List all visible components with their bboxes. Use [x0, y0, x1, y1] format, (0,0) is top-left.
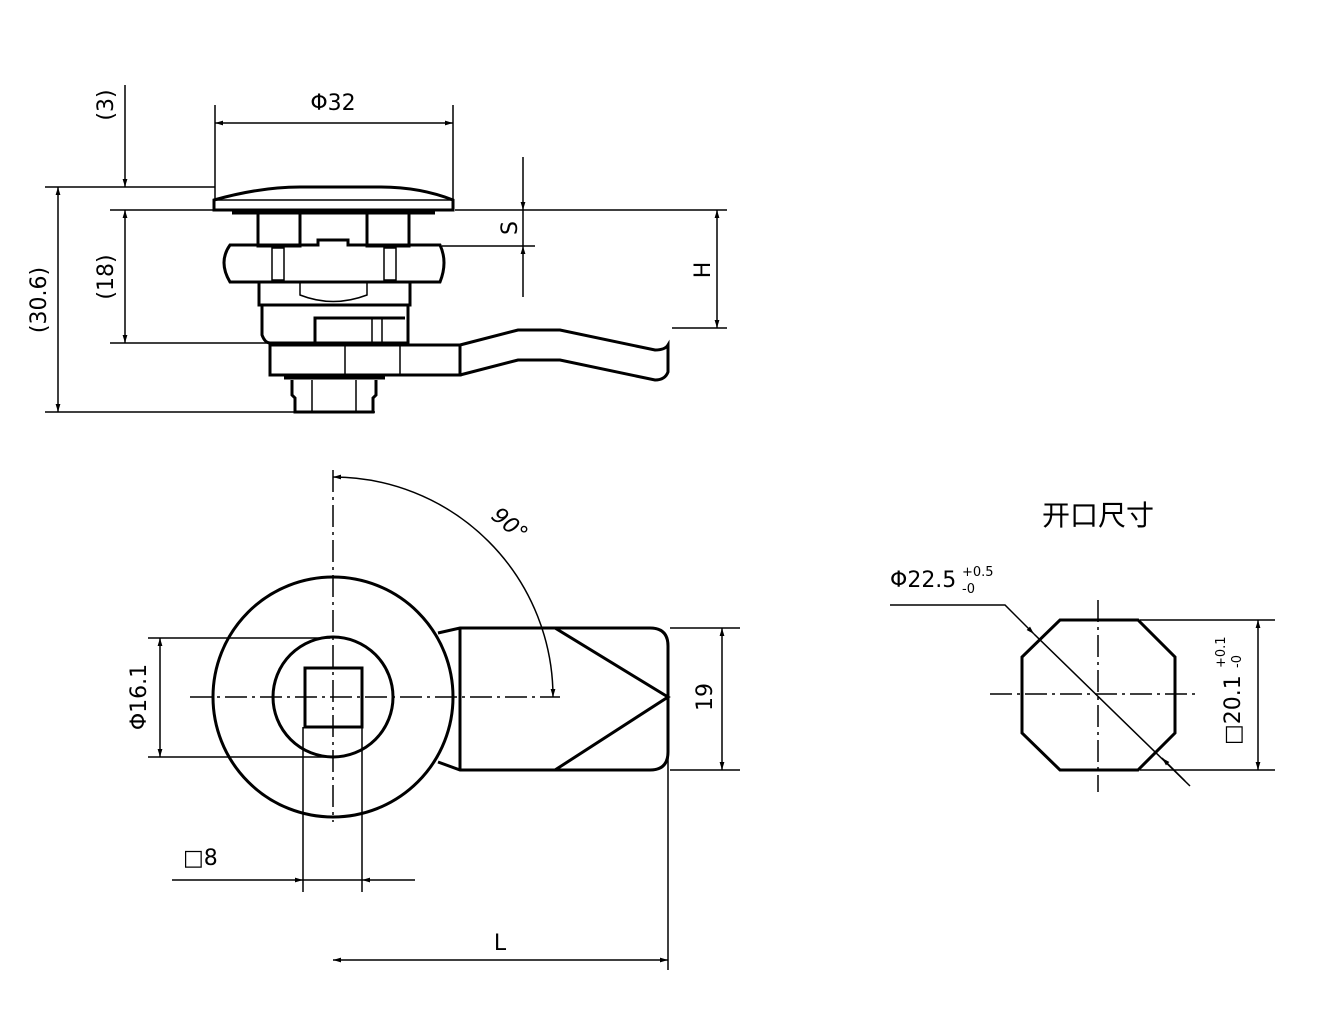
dim-s-label: S: [498, 221, 523, 235]
diameter-leader: [890, 604, 1035, 635]
dim-cutout-square-label: □20.1: [1221, 675, 1246, 745]
panel-cutout: 开口尺寸 Φ22.5 +0.5 -0 □20.1 +0.1 -0: [890, 499, 1275, 792]
dim-cutout-diameter: Φ22.5: [890, 568, 956, 593]
dim-inner-diameter-label: Φ16.1: [127, 664, 152, 730]
dim-cutout-square-tol-upper: +0.1: [1214, 636, 1229, 668]
dim-cutout-diameter-tol-lower: -0: [962, 582, 975, 597]
dim-cap-diameter-label: Φ32: [310, 91, 355, 116]
side-view: (3) (18) (30.6) Φ32 S H: [27, 85, 727, 414]
bottom-thread: [290, 380, 378, 414]
body-upper: [257, 283, 412, 307]
nut-face: [271, 247, 285, 281]
dim-cutout-diameter-tol-upper: +0.5: [962, 565, 994, 580]
cutout-octagon: [1020, 618, 1177, 772]
front-view: 90° Φ16.1 19 □8 L: [127, 470, 740, 970]
lock-cap: [212, 185, 455, 212]
cam-arm: [437, 626, 670, 772]
dim-cutout-diameter-label: Φ22.5: [890, 568, 956, 593]
rotation-arc: [332, 474, 556, 698]
nut-face: [383, 247, 397, 281]
dim-cam-width-label: 19: [693, 683, 718, 711]
stem: [365, 211, 411, 248]
dim-body-height-label: (18): [94, 254, 119, 299]
cutout-title: 开口尺寸: [1042, 499, 1154, 532]
dim-length-label: L: [494, 931, 507, 956]
cam-slot: [313, 316, 405, 343]
body-lower: [260, 305, 410, 345]
body-recess: [299, 283, 368, 303]
stem: [256, 211, 302, 248]
cam-chamfer: [554, 626, 671, 772]
dim-total-height-label: (30.6): [27, 267, 52, 333]
cam-base: [268, 343, 462, 377]
dim-square-drive-label: □8: [183, 846, 218, 871]
dim-rotation-label: 90°: [486, 503, 532, 547]
hex-nut: [222, 238, 446, 284]
dim-cutout-square-tol-lower: -0: [1230, 655, 1245, 668]
dim-top-gap-label: (3): [94, 89, 119, 120]
dim-h-label: H: [691, 262, 716, 279]
lever: [459, 328, 670, 382]
